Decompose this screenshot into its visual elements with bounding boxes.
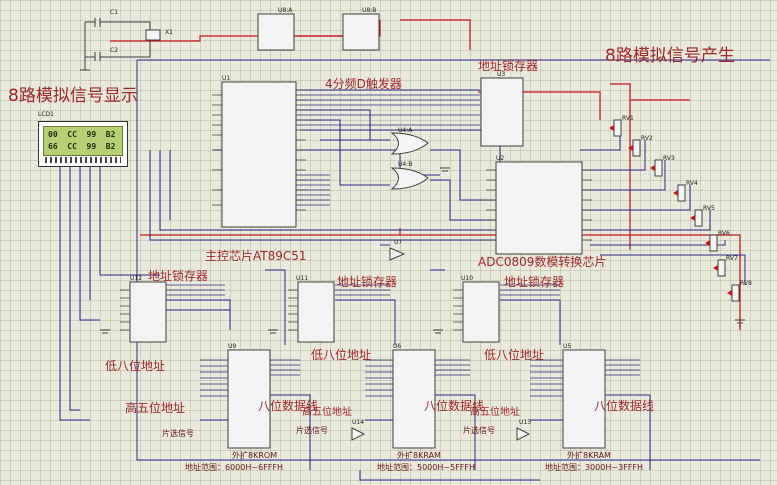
ref-u6: U6 [393,343,402,350]
ref-rv5: RV5 [703,205,715,212]
label-low8-1: 低八位地址 [105,359,166,373]
ref-u13: U13 [519,419,532,426]
ref-rv6: RV6 [718,230,730,237]
label-ext-rom: 外扩8KROM [232,451,278,460]
ref-u2: U2 [496,155,505,162]
label-data8-2: 八位数据线 [424,399,485,413]
label-range-ram-1: 地址范围：5000H~5FFFH [377,463,475,472]
ref-u10: U10 [461,275,474,282]
gate-u4a[interactable] [390,132,429,155]
ref-u14: U14 [352,419,365,426]
ref-u5: U5 [563,343,572,350]
grounds [100,167,745,334]
label-data8-3: 八位数据线 [594,399,655,413]
lcd-pins [45,157,121,163]
inverter-u7[interactable] [389,247,406,261]
label-high5-3: 高五位地址 [470,407,520,418]
chip-u8b[interactable] [342,13,380,51]
label-range-rom: 地址范围：6000H~6FFFH [185,463,283,472]
chip-u6[interactable] [392,349,436,449]
ref-u1: U1 [222,75,231,82]
ref-rv3: RV3 [663,155,675,162]
chip-u2[interactable] [495,161,583,255]
ref-c2: C2 [110,47,119,54]
label-display-title: 8路模拟信号显示 [8,86,138,106]
lcd-screen: 00 CC 99 B2 66 CC 99 B2 [43,126,123,156]
label-flipflop: 4分频D触发器 [325,77,402,91]
ref-x1: X1 [165,29,173,36]
chip-u10[interactable] [462,281,500,343]
ref-rv2: RV2 [641,135,653,142]
gate-u4b[interactable] [390,167,429,190]
label-low8-3: 低八位地址 [484,348,545,362]
chip-u9[interactable] [227,349,271,449]
label-mcu: 主控芯片AT89C51 [205,249,307,263]
oscillator [80,18,161,71]
lcd-module[interactable]: 00 CC 99 B2 66 CC 99 B2 [38,121,128,167]
inverter-u14[interactable] [351,427,366,441]
label-latch-3: 地址锁存器 [504,275,565,289]
ref-u3: U3 [497,71,506,78]
ref-rv7: RV7 [726,255,738,262]
ref-u4a: U4:A [398,127,413,134]
ref-rv8: RV8 [740,280,752,287]
label-latch-top: 地址锁存器 [478,59,539,73]
ref-u8a: U8:A [278,7,293,14]
chip-u5[interactable] [562,349,606,449]
pin-stubs [120,89,592,331]
red-wires [110,19,741,330]
label-high5-1: 高五位地址 [125,401,186,415]
ref-c1: C1 [110,9,119,16]
label-ext-ram-1: 外扩8KRAM [397,451,441,460]
ref-u4b: U4:B [398,161,413,168]
label-cs-1: 片选信号 [162,429,194,438]
ref-u8b: U8:B [362,7,377,14]
label-latch-2: 地址锁存器 [337,275,398,289]
chip-u8a[interactable] [257,13,295,51]
ref-u7: U7 [394,239,403,246]
chips [129,13,606,449]
inverter-u13[interactable] [516,427,531,441]
chip-u3[interactable] [480,77,524,147]
label-high5-2: 高五位地址 [302,407,352,418]
label-cs-2: 片选信号 [296,426,328,435]
ref-lcd: LCD1 [38,111,54,118]
pot-arrows [609,125,732,296]
lcd-line-2: 66 CC 99 B2 [48,142,116,151]
or-gates [351,132,531,441]
label-data8-1: 八位数据线 [258,399,319,413]
chip-u1[interactable] [221,81,297,228]
label-range-ram-2: 地址范围：3000H~3FFFH [545,463,643,472]
ref-rv1: RV1 [622,115,634,122]
ref-u12: U12 [130,275,143,282]
label-signal-title: 8路模拟信号产生 [605,46,735,66]
ref-u11: U11 [296,275,309,282]
label-adc: ADC0809数模转换芯片 [478,255,607,269]
chip-u11[interactable] [297,281,335,343]
ref-u9: U9 [228,343,237,350]
chip-u12[interactable] [129,281,167,343]
lcd-line-1: 00 CC 99 B2 [48,130,116,139]
label-latch-1: 地址锁存器 [148,269,209,283]
ref-rv4: RV4 [686,180,698,187]
label-low8-2: 低八位地址 [311,348,372,362]
label-ext-ram-2: 外扩8KRAM [567,451,611,460]
label-cs-3: 片选信号 [463,426,495,435]
